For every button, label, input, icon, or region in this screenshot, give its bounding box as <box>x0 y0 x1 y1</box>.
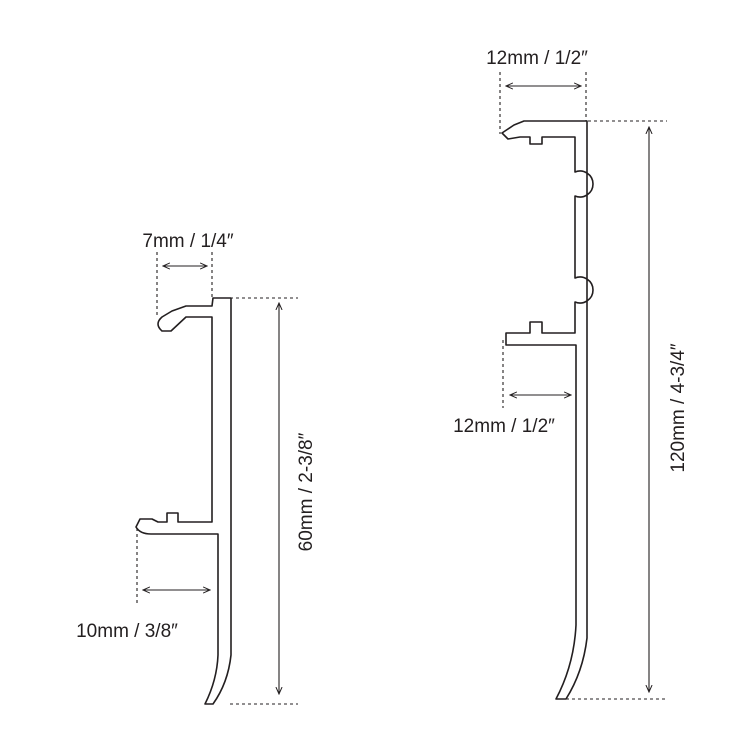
small-top-dimension: 7mm / 1/4″ <box>142 231 234 316</box>
large-height-dimension-label: 120mm / 4-3/4″ <box>668 343 689 472</box>
large-height-dimension: 120mm / 4-3/4″ <box>566 120 689 700</box>
large-profile-outline <box>501 120 594 700</box>
small-profile: 7mm / 1/4″ 60mm / 2-3/8″ 10mm / 3/8″ <box>76 231 317 705</box>
small-height-dimension-label: 60mm / 2-3/8″ <box>296 432 317 551</box>
small-profile-outline <box>135 297 232 705</box>
large-profile: 12mm / 1/2″ 12mm / 1/2″ 120mm / 4-3/4″ <box>453 48 689 700</box>
large-top-dimension-label: 12mm / 1/2″ <box>486 48 588 69</box>
small-bottom-dimension: 10mm / 3/8″ <box>76 528 210 642</box>
large-top-dimension: 12mm / 1/2″ <box>486 48 588 134</box>
large-middle-dimension-label: 12mm / 1/2″ <box>453 416 555 437</box>
small-top-dimension-label: 7mm / 1/4″ <box>142 231 233 252</box>
small-height-dimension: 60mm / 2-3/8″ <box>230 297 317 705</box>
large-middle-dimension: 12mm / 1/2″ <box>453 340 571 437</box>
small-bottom-dimension-label: 10mm / 3/8″ <box>76 621 178 642</box>
